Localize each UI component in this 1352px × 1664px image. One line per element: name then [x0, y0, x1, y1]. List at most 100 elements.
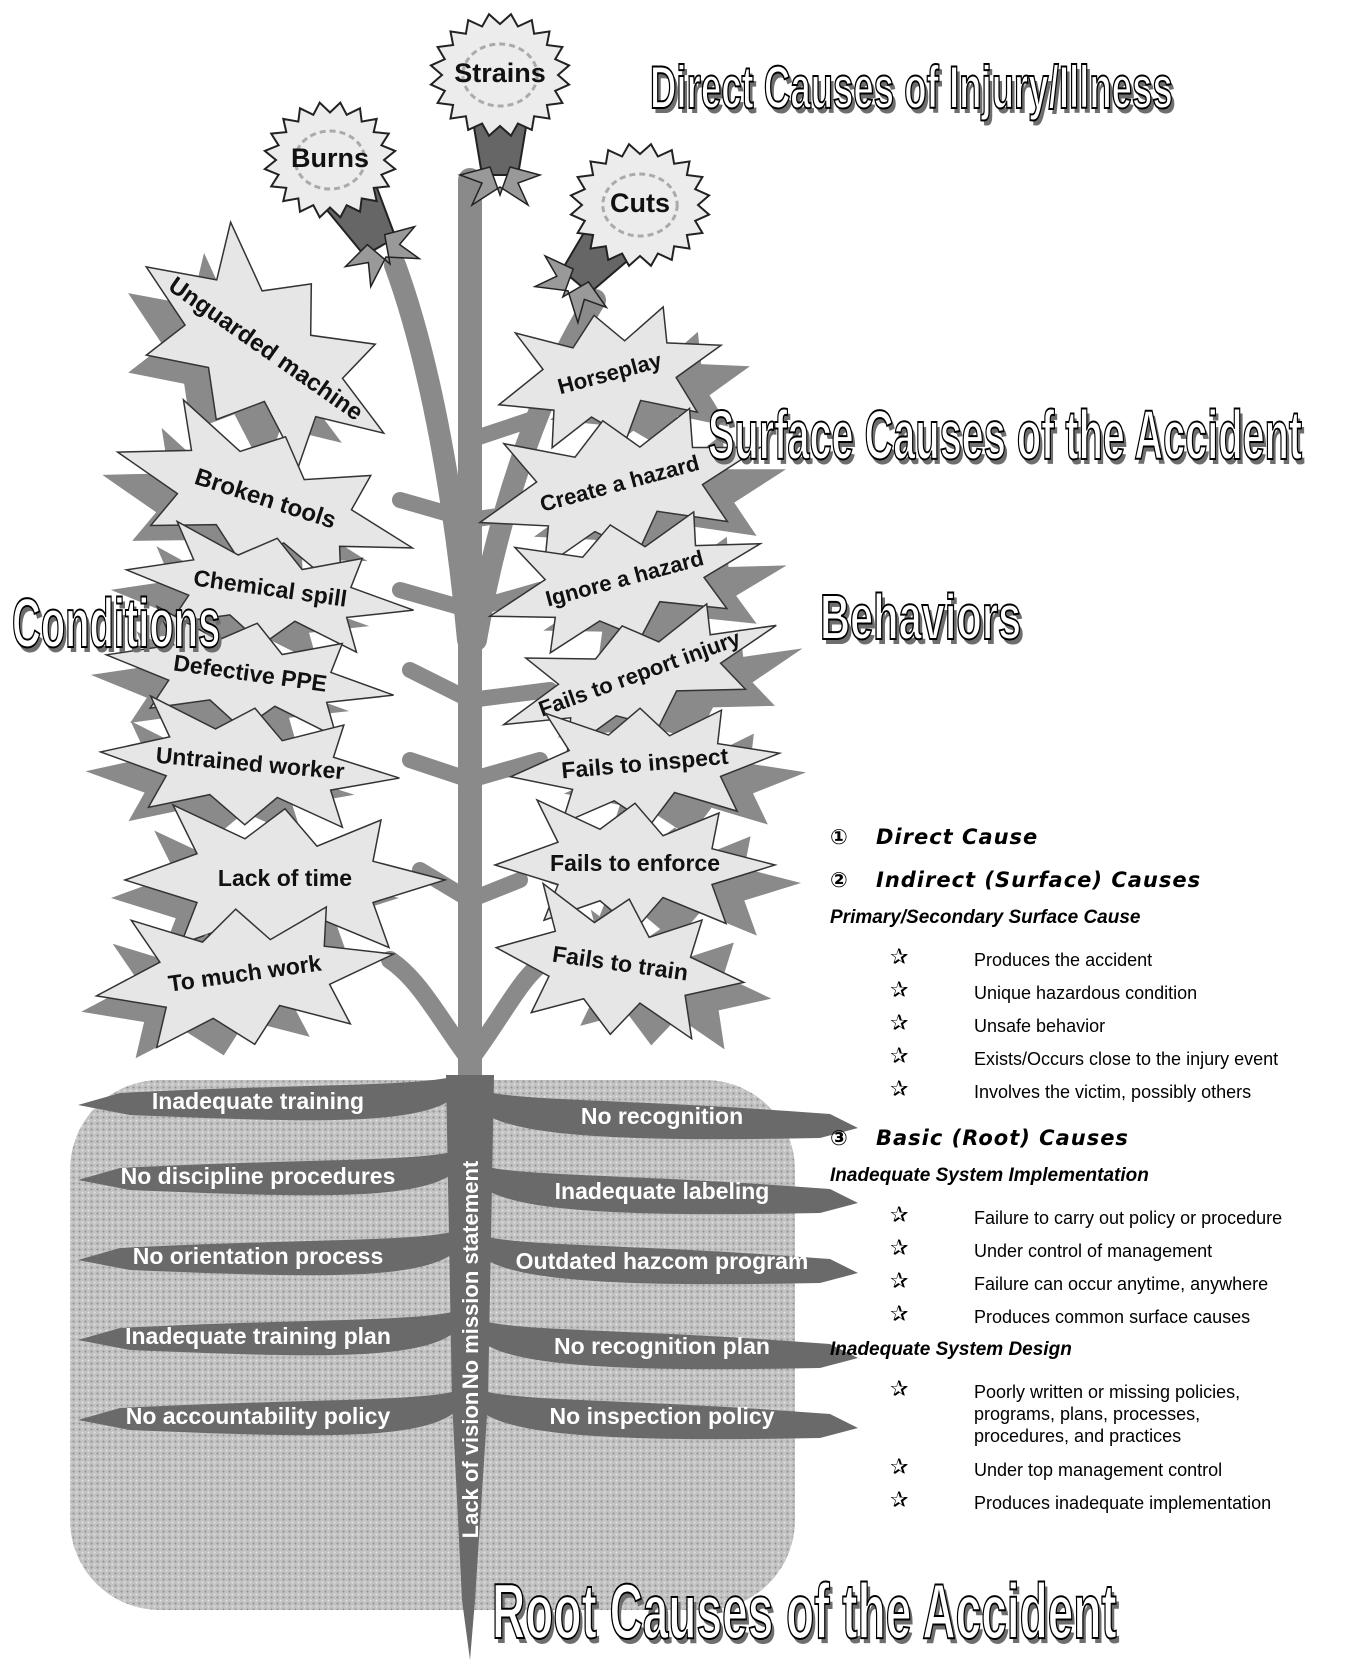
- root-right: No recognition: [480, 1090, 858, 1140]
- roots: Inadequate training No discipline procedu…: [78, 1075, 858, 1440]
- star-bullet-icon: ✰: [890, 1454, 909, 1479]
- legend-item-text: Under control of management: [974, 1241, 1213, 1261]
- legend-basic-cause: ③ Basic (Root) Causes: [830, 1126, 1129, 1150]
- legend-basic-label: Basic (Root) Causes: [876, 1126, 1129, 1150]
- flower-sepals: [457, 166, 543, 208]
- legend-indirect-cause: ② Indirect (Surface) Causes: [830, 868, 1201, 892]
- condition-leaf-shape: [103, 604, 394, 739]
- legend-item-text: Exists/Occurs close to the injury event: [974, 1049, 1279, 1069]
- star-bullet-icon: ✰: [890, 1268, 909, 1293]
- root-shape: [78, 1150, 460, 1196]
- condition-leaf-shape: [97, 694, 400, 829]
- behavior-leaf-label: Fails to enforce: [550, 850, 720, 876]
- flower-sepals: [532, 254, 609, 326]
- condition-leaf: Untrained worker: [85, 694, 400, 840]
- star-bullet-icon: ✰: [890, 1043, 909, 1068]
- root-shape: [78, 1390, 460, 1436]
- legend-indirect-label: Indirect (Surface) Causes: [876, 868, 1202, 892]
- legend-implementation-subtitle: Inadequate System Implementation: [830, 1165, 1149, 1186]
- legend-item-text: Failure to carry out policy or procedure: [974, 1208, 1283, 1228]
- legend-design-subtitle: Inadequate System Design: [830, 1339, 1072, 1360]
- behavior-leaf: Fails to enforce: [492, 798, 801, 942]
- root-left: Inadequate training plan: [78, 1310, 460, 1356]
- root-right: No recognition plan: [480, 1320, 858, 1370]
- star-bullet-icon: ✰: [890, 977, 909, 1002]
- root-label: Inadequate training plan: [125, 1323, 391, 1349]
- stems: [381, 168, 606, 1092]
- condition-leaf-shape: [94, 905, 397, 1049]
- root-left: No discipline procedures: [78, 1150, 460, 1196]
- star-bullet-icon: ✰: [890, 1376, 909, 1401]
- legend-item-text: Poorly written or missing policies, prog…: [974, 1382, 1241, 1446]
- condition-leaf-shape: [144, 219, 386, 469]
- star-bullet-icon: ✰: [890, 1202, 909, 1227]
- root-right: Inadequate labeling: [480, 1165, 858, 1215]
- flower-head: [429, 12, 571, 138]
- title-surface-causes: Surface Causes of the Accident: [707, 396, 1303, 474]
- title-behaviors: Behaviors: [819, 581, 1022, 653]
- root-label: No recognition: [581, 1103, 743, 1129]
- root-left: Inadequate training: [78, 1075, 460, 1121]
- star-bullet-icon: ✰: [890, 1487, 909, 1512]
- root-shape: [78, 1310, 460, 1356]
- flower-head: [262, 100, 398, 220]
- root-shape: [78, 1075, 460, 1121]
- flower: Strains: [429, 12, 571, 208]
- title-root-causes: Root Causes of the Accident: [491, 1567, 1117, 1655]
- root-right: Outdated hazcom program: [480, 1235, 858, 1285]
- root-label: No recognition plan: [554, 1333, 770, 1359]
- legend-item-text: Produces inadequate implementation: [974, 1493, 1272, 1513]
- root-shape: [480, 1235, 858, 1285]
- legend-item-text: Produces the accident: [974, 950, 1153, 970]
- condition-leaf: Lack of time: [111, 803, 448, 966]
- root-shape: [480, 1165, 858, 1215]
- root-label: No accountability policy: [126, 1403, 391, 1429]
- legend-primary-subtitle: Primary/Secondary Surface Cause: [830, 907, 1141, 928]
- flower: Burns: [262, 100, 422, 290]
- legend-item-text: Produces common surface causes: [974, 1307, 1251, 1327]
- legend-num-2: ②: [830, 868, 849, 892]
- soil: [70, 1080, 795, 1610]
- condition-leaf-shape: [123, 519, 414, 654]
- flower-texture: [461, 42, 539, 108]
- legend-num-1: ①: [830, 825, 849, 849]
- flower-label: Cuts: [610, 188, 670, 218]
- behavior-leaf: Ignore a hazard: [487, 510, 787, 664]
- star-bullet-icon: ✰: [890, 944, 909, 969]
- behavior-leaf-shape: [487, 510, 764, 655]
- behavior-leaf-shape: [492, 798, 778, 932]
- root-right: No inspection policy: [480, 1390, 858, 1440]
- root-label: No discipline procedures: [121, 1163, 396, 1189]
- legend-item-text: Unique hazardous condition: [974, 983, 1198, 1003]
- root-label: No orientation process: [133, 1243, 383, 1269]
- behavior-leaf-shape: [494, 881, 747, 1041]
- legend-num-3: ③: [830, 1126, 849, 1150]
- root-label: Outdated hazcom program: [516, 1248, 809, 1274]
- legend-item-text: Unsafe behavior: [974, 1016, 1106, 1036]
- root-label: Inadequate labeling: [555, 1178, 770, 1204]
- behavior-leaf-shape: [508, 707, 783, 826]
- star-bullet-icon: ✰: [890, 1301, 909, 1326]
- condition-leaf: To much work: [81, 905, 397, 1059]
- star-bullet-icon: ✰: [890, 1010, 909, 1035]
- taproot-upper-label: No mission statement: [458, 1160, 483, 1389]
- root-left: No orientation process: [78, 1230, 460, 1276]
- flower: Cuts: [532, 142, 711, 326]
- flower-label: Strains: [454, 58, 546, 88]
- title-direct-causes: Direct Causes of Injury/Illness: [649, 54, 1173, 121]
- condition-leaf: Defective PPE: [90, 604, 394, 749]
- behavior-leaf-shape: [497, 305, 724, 450]
- behavior-leaf-shape: [477, 406, 763, 569]
- star-bullet-icon: ✰: [890, 1235, 909, 1260]
- legend-item-text: Failure can occur anytime, anywhere: [974, 1274, 1269, 1294]
- behavior-leaf: Fails to train: [494, 881, 772, 1050]
- root-left: No accountability policy: [78, 1390, 460, 1436]
- condition-leaf-label: Lack of time: [218, 865, 352, 891]
- flower-label: Burns: [291, 143, 369, 173]
- root-shape: [480, 1090, 858, 1140]
- taproot: [446, 1075, 494, 1660]
- legend-item-text: Under top management control: [974, 1460, 1223, 1480]
